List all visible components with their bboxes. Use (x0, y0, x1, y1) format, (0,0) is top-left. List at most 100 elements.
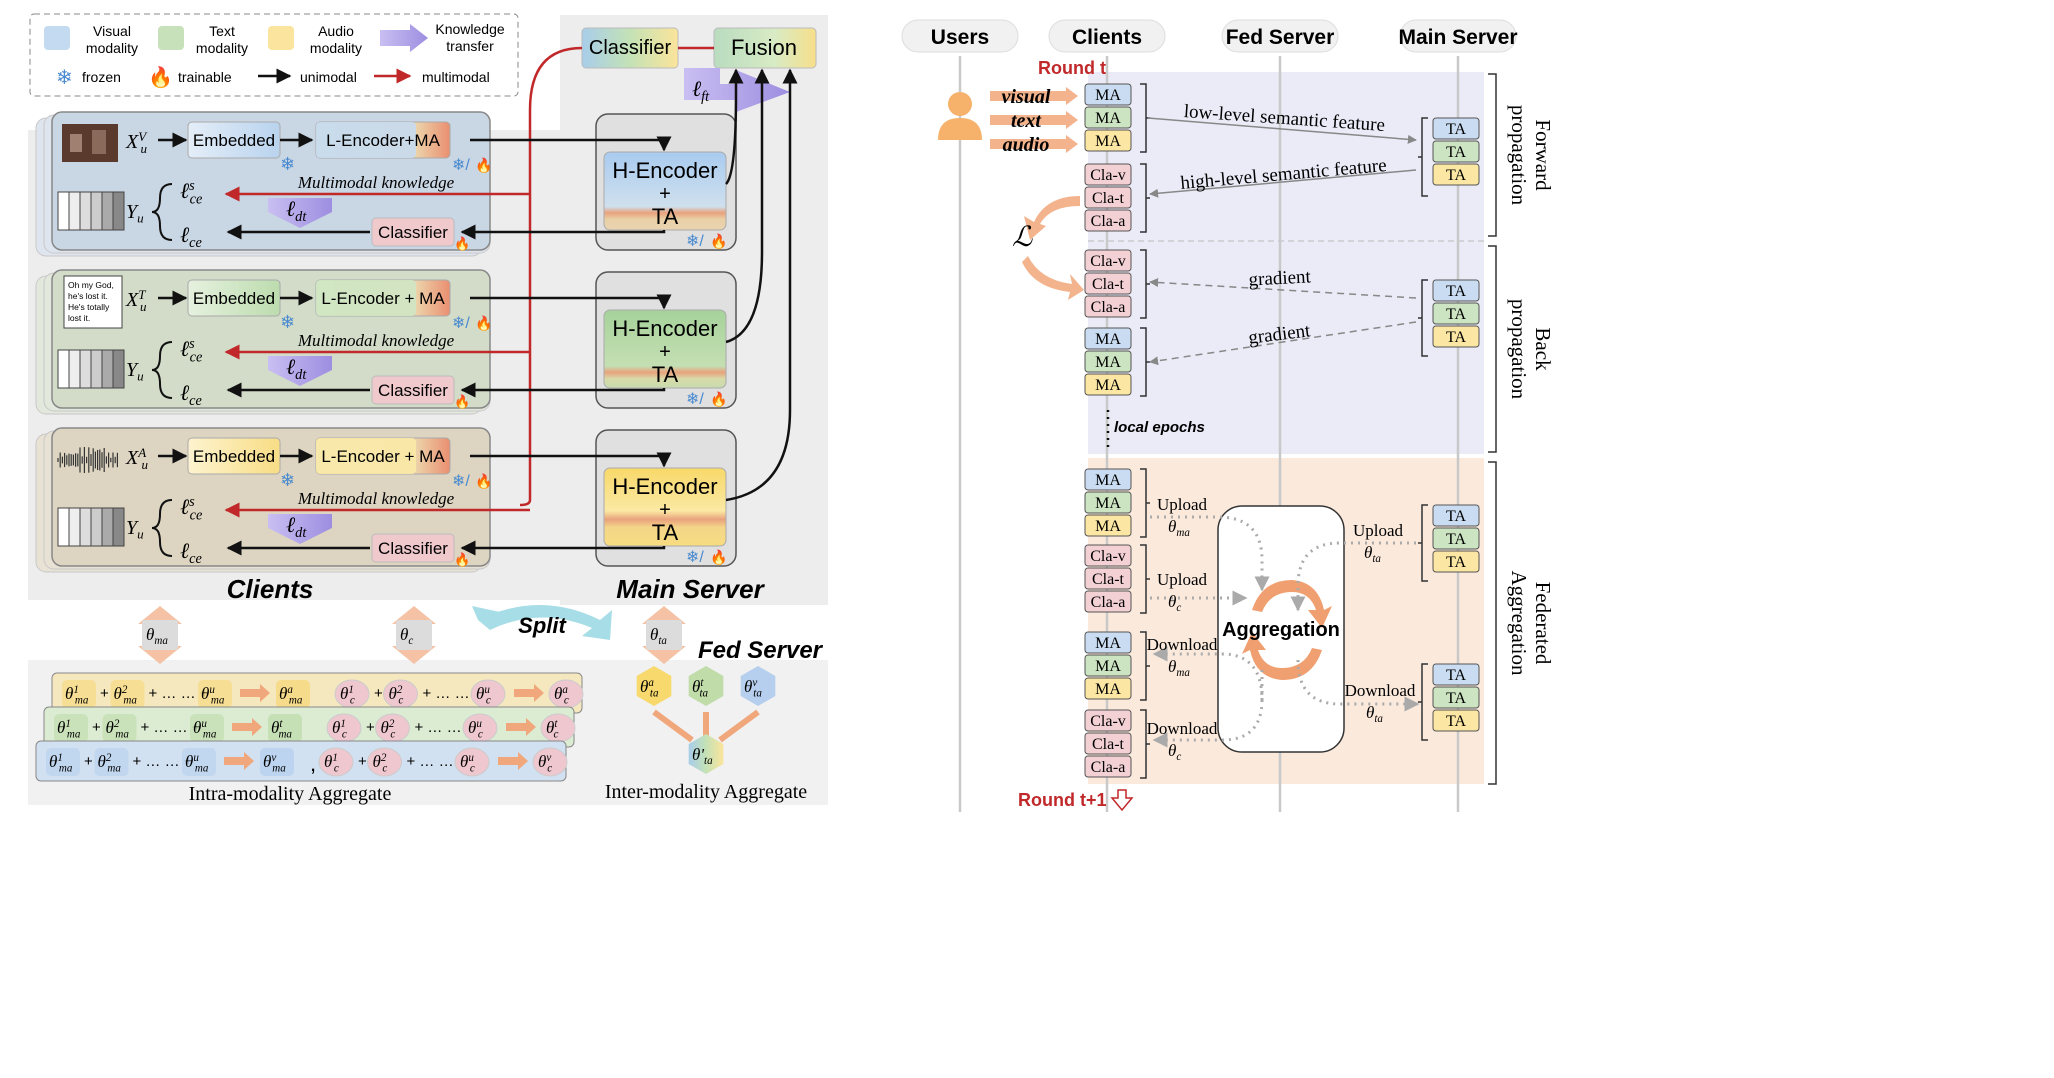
flame-icon: 🔥 (710, 233, 727, 250)
round-next-arrow-icon (1110, 789, 1134, 812)
cla-block-label: Cla-v (1090, 253, 1126, 270)
ma-block-label: MA (1095, 331, 1121, 348)
ma-block (1084, 327, 1132, 350)
download-c-label-theta: θc​ (1168, 741, 1181, 763)
ta-block (1432, 550, 1480, 573)
theta-label: θta​ (650, 625, 667, 647)
upload-ta-label-theta: θta​ (1364, 543, 1381, 565)
ta-block-label: TA (1446, 508, 1466, 525)
loss-dt-label: ℓdt​ (286, 196, 307, 225)
theta-c-term: θuc​ (460, 752, 475, 774)
legend-unimodal-label: unimodal (300, 69, 357, 85)
flame-icon: 🔥 (148, 65, 173, 89)
cla-block (1084, 249, 1132, 272)
legend-visual-label: Visual (93, 23, 131, 39)
ta-block-label: TA (1446, 713, 1466, 730)
download-ta-label-theta: θta​ (1366, 703, 1383, 725)
theta-label: θc​ (400, 625, 413, 647)
ta-block-label: TA (1446, 283, 1466, 300)
label-symbol: Yu​ (126, 517, 144, 542)
ma-block (1084, 468, 1132, 491)
bracket (1140, 631, 1150, 701)
split-label: Split (518, 613, 567, 638)
embedded-label: Embedded (193, 131, 275, 150)
legend-visual-swatch (44, 26, 70, 50)
cla-block-label: Cla-t (1092, 571, 1125, 588)
ta-block (1432, 527, 1480, 550)
cla-block-label: Cla-a (1091, 759, 1126, 776)
frozen-trainable-icon: ❄/ (686, 233, 704, 250)
svg-text:+: + (84, 753, 93, 770)
round-t1-label: Round t+1 (1018, 790, 1107, 810)
label-symbol: Yu​ (126, 359, 144, 384)
input-symbol: XTu​ (125, 287, 147, 314)
ta-block (1432, 279, 1480, 302)
local-epochs-label: local epochs (1114, 419, 1205, 436)
cla-block (1084, 544, 1132, 567)
hex-theta-ta-global-label: θ'ta​ (692, 745, 713, 767)
clients-title: Clients (227, 574, 314, 604)
loss-ce: ℓce​ (180, 380, 203, 409)
ma-block (1084, 129, 1132, 152)
cla-block-label: Cla-v (1090, 548, 1126, 565)
intra-aggregate-label: Intra-modality Aggregate (189, 783, 392, 805)
theta-c-term: θ1c​ (340, 684, 355, 706)
flame-icon: 🔥 (454, 552, 470, 567)
input-arrow (990, 111, 1078, 129)
snowflake-icon: ❄ (280, 154, 295, 174)
theta-c-term: θuc​ (468, 718, 483, 740)
upload-c-label-theta: θc​ (1168, 592, 1181, 614)
ta-block-label: TA (1446, 531, 1466, 548)
ta-label: TA (652, 362, 679, 387)
theta-c-term: θ2c​ (373, 752, 388, 774)
federated-aggregation-label: Aggregation (1507, 571, 1531, 676)
svg-text:+ … … +: + … … + (423, 685, 483, 702)
swimlane-header-label: Main Server (1398, 26, 1517, 49)
ma-block-label: MA (1095, 495, 1121, 512)
ma-block-label: MA (1095, 87, 1121, 104)
ma-block-label: MA (1095, 518, 1121, 535)
cla-block (1084, 755, 1132, 778)
flame-icon: 🔥 (475, 473, 492, 490)
flame-icon: 🔥 (710, 391, 727, 408)
brace (151, 499, 173, 557)
input-arrow (990, 87, 1078, 105)
text-sample-line: he's lost it. (68, 291, 108, 301)
cla-block (1084, 272, 1132, 295)
loss-arrow-in (1024, 196, 1080, 240)
client-row-visual: XVu​Embedded❄L-Encoder+MA❄/🔥Yu​ℓsce​ℓce​… (35, 68, 744, 257)
ta-block (1432, 663, 1480, 686)
plus-sign: + (659, 499, 671, 521)
swimlane-header (901, 19, 1019, 53)
ma-block-label: MA (1095, 681, 1121, 698)
bracket (1140, 468, 1150, 538)
ta-block-label: TA (1446, 690, 1466, 707)
ma-block (1084, 491, 1132, 514)
loss-arrow-out (1022, 256, 1084, 300)
ta-block-label: TA (1446, 667, 1466, 684)
download-ta-label: Download (1345, 681, 1416, 700)
embedded-label: Embedded (193, 447, 275, 466)
ta-block (1432, 686, 1480, 709)
split-arrow (478, 605, 612, 640)
legend-audio-label-2: modality (310, 40, 362, 56)
svg-text:+ … … +: + … … + (133, 753, 193, 770)
top-classifier-label: Classifier (589, 37, 672, 59)
back-propagation-label: propagation (1507, 299, 1531, 400)
legend-knowledge-arrow (380, 24, 428, 52)
h-encoder-label: H-Encoder (612, 316, 717, 341)
frozen-trainable-icon: ❄/ (452, 157, 470, 174)
audio-waveform-icon (57, 447, 119, 473)
ta-block (1432, 163, 1480, 186)
cla-block-label: Cla-t (1092, 276, 1125, 293)
download-ma-label-theta: θma​ (1168, 657, 1190, 679)
main-server-title: Main Server (616, 574, 765, 604)
forward-propagation-label: propagation (1507, 105, 1531, 206)
